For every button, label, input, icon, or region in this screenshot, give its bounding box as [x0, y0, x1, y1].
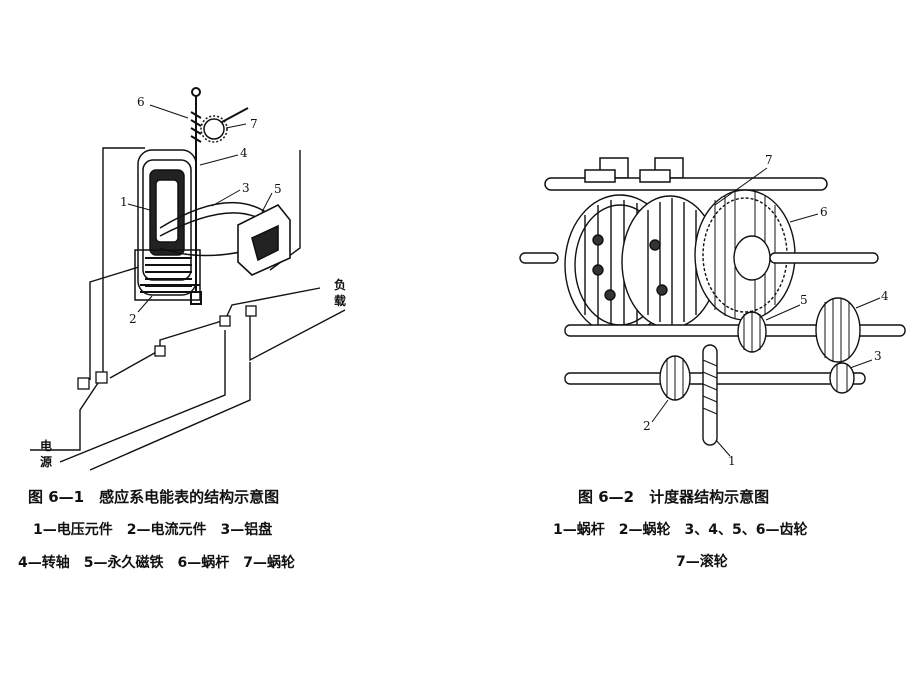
fig1-label-7: 7 [250, 117, 258, 131]
terminal-blocks [77, 305, 257, 390]
fig2-label-2: 2 [643, 419, 651, 433]
fig1-label-6: 6 [137, 95, 145, 109]
fig2-label-3: 3 [874, 349, 882, 363]
fig2-label-1: 1 [728, 454, 736, 468]
fig2-label-7: 7 [765, 153, 773, 167]
fig1-label-5: 5 [274, 182, 282, 196]
figure-6-1-title: 图 6—1 感应系电能表的结构示意图 [28, 488, 280, 506]
current-element [134, 249, 201, 301]
fig1-label-1: 1 [120, 195, 128, 209]
figure-6-1-legend-line2: 4—转轴 5—永久磁铁 6—蜗杆 7—蜗轮 [18, 555, 295, 571]
fig2-label-6: 6 [820, 205, 828, 219]
voltage-element [137, 149, 197, 296]
fig1-label-3: 3 [242, 181, 250, 195]
gear-4 [815, 297, 861, 363]
figure-6-1-legend-line1: 1—电压元件 2—电流元件 3—铝盘 [33, 522, 273, 538]
figure-6-2-legend-line2: 7—滚轮 [676, 554, 728, 570]
roller-wheel-stack [564, 194, 719, 336]
fig1-label-4: 4 [240, 146, 248, 160]
fig1-label-power-a: 电 [40, 439, 53, 453]
worm-shaft [702, 344, 718, 446]
figure-6-2-legend-line1: 1—蜗杆 2—蜗轮 3、4、5、6—齿轮 [553, 522, 808, 538]
worm-wheel-gear [200, 107, 249, 143]
fig2-label-5: 5 [800, 293, 808, 307]
fig1-label-load-b: 载 [334, 294, 347, 308]
rotating-shaft [190, 87, 202, 305]
fig1-label-power-b: 源 [40, 455, 53, 469]
fig1-label-2: 2 [129, 312, 137, 326]
fig1-label-load-a: 负 [334, 278, 347, 292]
permanent-magnet [237, 203, 291, 276]
figure-6-2-title: 图 6—2 计度器结构示意图 [578, 488, 770, 506]
fig2-label-4: 4 [881, 289, 889, 303]
